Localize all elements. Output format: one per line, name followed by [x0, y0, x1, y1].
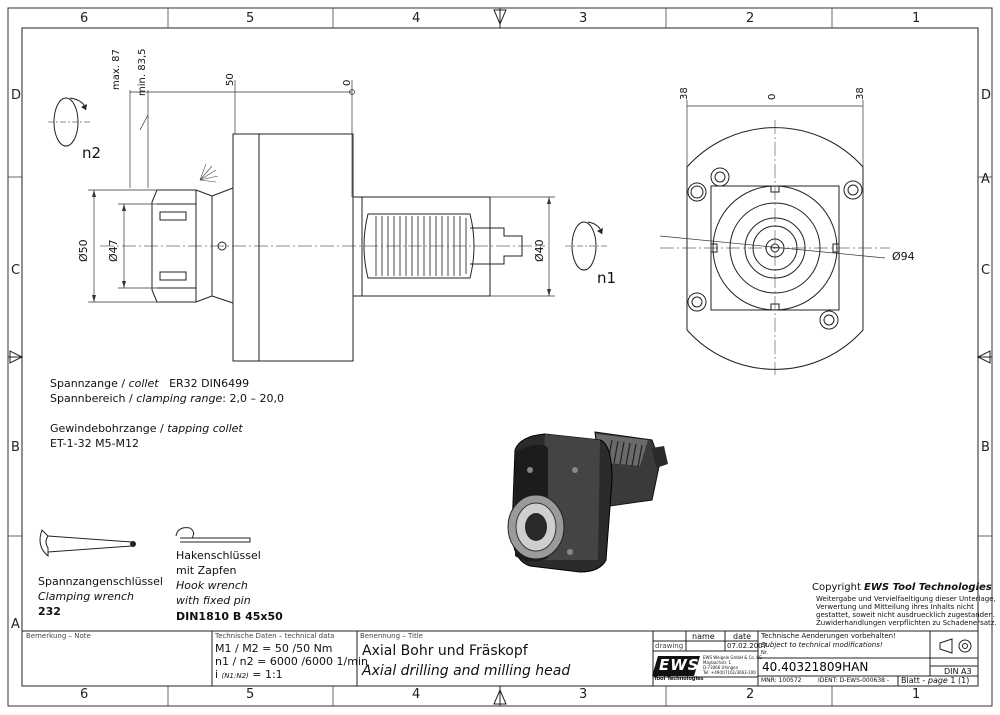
grid-col-label: 2	[746, 687, 755, 702]
dim-phi40: Ø40	[533, 239, 546, 262]
address-3: D-73066 Uhingen	[703, 665, 739, 670]
tapping-collet-note: Gewindebohrzange / tapping collet	[50, 422, 243, 435]
dim-50-position: 50	[225, 73, 236, 86]
ratio-value: i (N1:N2) = 1:1	[215, 668, 283, 681]
rotation-n2	[48, 97, 90, 147]
grid-col-label: 1	[912, 11, 921, 26]
row-drawing-label: drawing	[655, 642, 684, 650]
grid-col-label: 6	[80, 687, 89, 702]
rotation-n2-arrow	[81, 104, 87, 110]
changes-en: Subject to technical modifications!	[761, 641, 883, 649]
tapping-collet-spec: ET-1-32 M5-M12	[50, 437, 140, 450]
ews-logo-text: EWS	[659, 656, 700, 674]
torque-value: M1 / M2 = 50 /50 Nm	[215, 642, 333, 655]
address-4: Tel. +49(0)7161/3063-100	[703, 670, 756, 675]
rotation-label-n2: n2	[82, 144, 102, 162]
ews-logo-subtitle: Tool Technologies	[654, 676, 704, 682]
rotation-label-n1: n1	[597, 269, 617, 287]
dim-phi50: Ø50	[77, 239, 90, 262]
changes-de: Technische Aenderungen vorbehalten!	[761, 632, 896, 640]
dim-side-zero: 0	[767, 93, 778, 100]
grid-row-label: A	[11, 617, 20, 632]
ews-logo	[652, 656, 700, 676]
dim-max-length: max. 87	[111, 49, 122, 90]
dim-arrows	[92, 190, 551, 302]
front-dimensions	[659, 100, 886, 259]
hook-wrench-icon	[175, 527, 251, 543]
clamping-range-note: Spannbereich / clamping range: 2,0 – 20,…	[50, 392, 284, 405]
dim-side-right: 38	[855, 87, 866, 100]
part-number: 40.40321809HAN	[762, 660, 869, 674]
side-dimensions	[88, 80, 555, 303]
address-2: Maybachstr. 1	[703, 660, 732, 665]
title-block-lines	[22, 630, 978, 686]
product-render	[507, 431, 668, 573]
clamp-wrench-number: 232	[38, 605, 61, 618]
grid-col-label: 3	[579, 11, 588, 26]
title-english: Axial drilling and milling head	[362, 663, 571, 679]
title-label: Benennung – Title	[360, 632, 423, 640]
dim-phi94: Ø94	[892, 250, 915, 263]
rotation-n1-arrow	[597, 228, 603, 234]
mnr: MNR: 100572	[761, 677, 802, 684]
thread-hatch	[375, 216, 467, 276]
grid-col-label: 6	[80, 11, 89, 26]
grid-row-label: A	[981, 172, 990, 187]
grid-col-label: 2	[746, 11, 755, 26]
clamp-wrench-icon	[39, 529, 136, 558]
hook-wrench-en1: Hook wrench	[176, 579, 248, 592]
grid-col-label: 5	[246, 11, 255, 26]
grid-col-label: 4	[412, 687, 421, 702]
grid-col-label: 1	[912, 687, 921, 702]
grid-row-label: C	[981, 263, 991, 278]
grid-col-label: 5	[246, 687, 255, 702]
remarks-label: Bemerkung – Note	[26, 632, 91, 640]
grid-row-label: D	[11, 88, 22, 103]
grid-row-label: B	[981, 440, 990, 455]
tech-data-label: Technische Daten – technical data	[215, 632, 335, 640]
grid-row-label: D	[981, 88, 992, 103]
drawing-date: 07.02.2007	[727, 642, 768, 650]
dim-phi47: Ø47	[107, 239, 120, 262]
sheet-number: Blatt - page 1 (1)	[901, 676, 970, 685]
col-name-header: name	[692, 632, 715, 641]
nr-label: Nr.	[761, 650, 768, 656]
dim-side-left: 38	[679, 87, 690, 100]
title-german: Axial Bohr und Fräskopf	[362, 643, 528, 659]
copyright-line-2: Verwertung und Mitteilung ihres Inhalts …	[816, 603, 974, 611]
coolant-icon	[199, 163, 219, 183]
col-date-header: date	[733, 632, 752, 641]
dim-min-length: min. 83,5	[137, 48, 148, 96]
projection-icon	[939, 638, 972, 654]
hook-wrench-number: DIN1810 B 45x50	[176, 610, 283, 623]
copyright-title: Copyright EWS Tool Technologies	[812, 582, 992, 593]
clamp-wrench-en: Clamping wrench	[38, 590, 134, 603]
grid-col-label: 4	[412, 11, 421, 26]
grid-row-label: B	[11, 440, 20, 455]
copyright-line-1: Weitergabe und Vervielfaeltigung dieser …	[816, 595, 996, 603]
dim-zero-position: 0	[342, 79, 353, 86]
collet-note: Spannzange / collet ER32 DIN6499	[50, 377, 250, 390]
grid-row-label: C	[11, 263, 21, 278]
grid-col-label: 3	[579, 687, 588, 702]
paper-format: DIN A3	[944, 667, 972, 676]
copyright-line-3: gestattet, soweit nicht ausdruecklich zu…	[816, 611, 996, 619]
centering-marks	[8, 8, 992, 706]
hook-wrench-de1: Hakenschlüssel	[176, 549, 261, 562]
clamp-wrench-de: Spannzangenschlüssel	[38, 575, 163, 588]
address-1: EWS Weigele GmbH & Co. KG	[703, 655, 763, 660]
copyright-line-4: Zuwiderhandlungen verpflichten zu Schade…	[816, 619, 997, 627]
hook-wrench-en2: with fixed pin	[176, 594, 251, 607]
speed-value: n1 / n2 = 6000 /6000 1/min	[215, 655, 368, 668]
ident: IDENT: D-EWS-000638 -	[818, 677, 890, 684]
front-view	[660, 120, 890, 375]
hook-wrench-de2: mit Zapfen	[176, 564, 237, 577]
side-view	[100, 133, 545, 362]
